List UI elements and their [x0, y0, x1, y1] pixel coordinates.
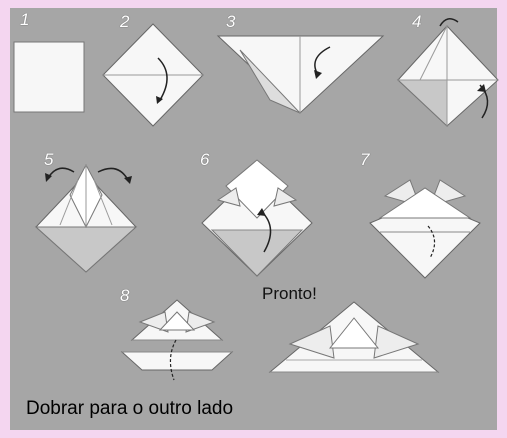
step-4-diamond	[396, 18, 499, 128]
step-3-triangle	[216, 35, 385, 114]
step-5-figure	[34, 163, 138, 273]
step-label-6: 6	[200, 150, 210, 169]
final-helmet-figure	[268, 301, 440, 373]
step-6-figure	[201, 159, 313, 277]
caption-text: Dobrar para o outro lado	[26, 398, 234, 419]
step-7-figure	[369, 179, 481, 279]
step-label-2: 2	[120, 12, 130, 31]
step-2-diamond	[102, 23, 204, 127]
done-label: Pronto!	[262, 284, 317, 303]
step-label-1: 1	[20, 10, 30, 29]
step-label-4: 4	[412, 12, 422, 31]
step-label-3: 3	[226, 12, 236, 31]
step-1-square	[13, 41, 85, 113]
step-label-7: 7	[360, 150, 370, 169]
caption-bar: Dobrar para o outro lado	[10, 386, 497, 430]
step-label-8: 8	[120, 286, 130, 305]
step-label-5: 5	[44, 150, 54, 169]
step-8-figure	[120, 299, 234, 381]
